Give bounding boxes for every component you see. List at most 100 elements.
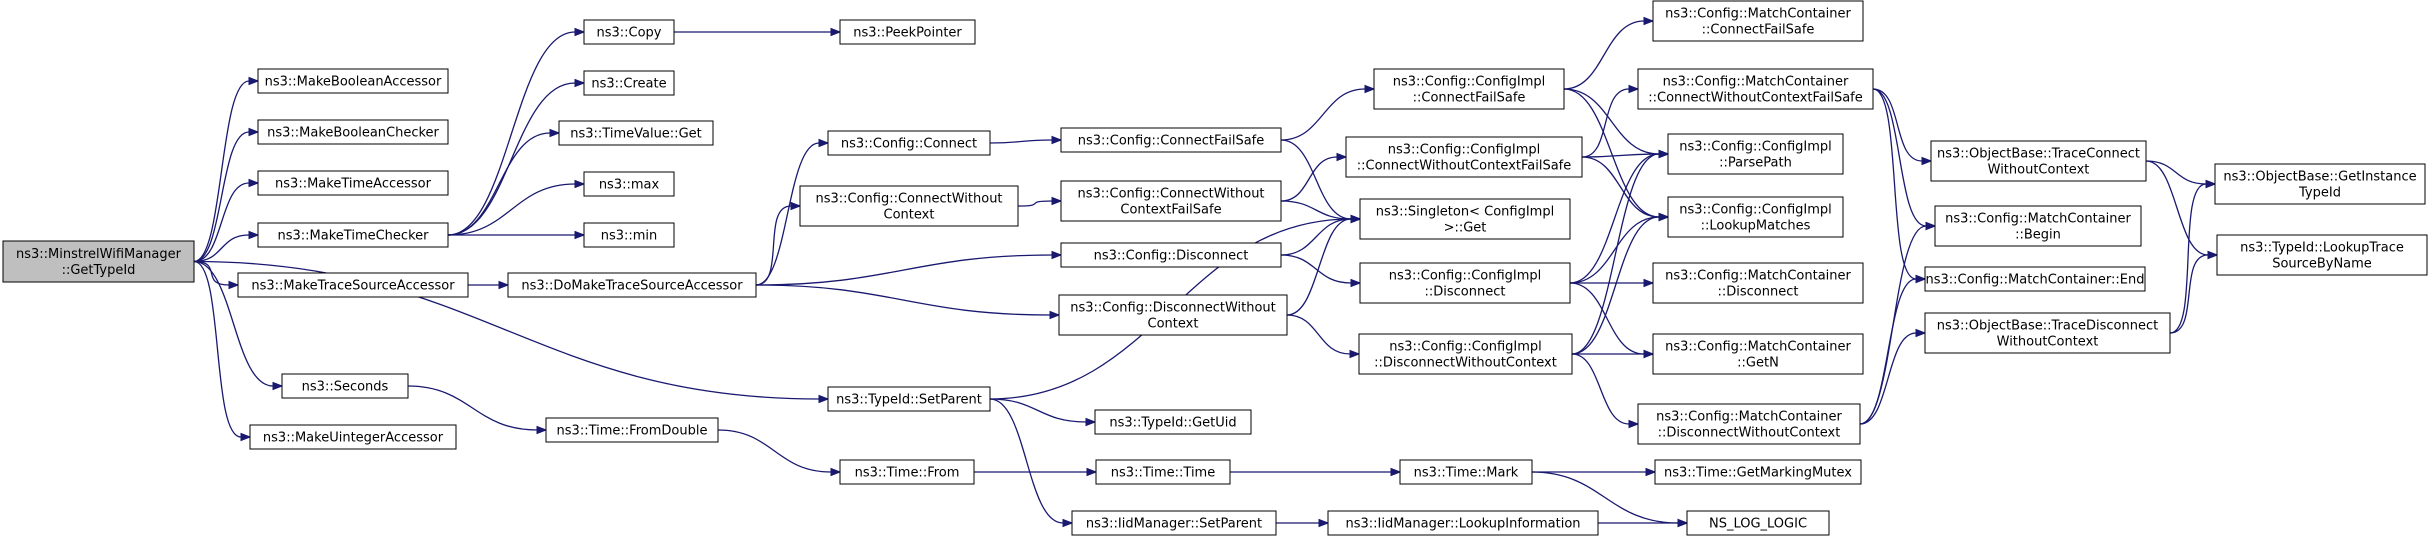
function-node[interactable]: ns3::Time::GetMarkingMutex bbox=[1654, 459, 1862, 485]
node-box bbox=[1686, 510, 1830, 536]
function-node[interactable]: ns3::TypeId::SetParent bbox=[827, 386, 991, 412]
function-node[interactable]: ns3::Config::MatchContainer::Disconnect bbox=[1652, 262, 1864, 304]
root-node[interactable]: ns3::MinstrelWifiManager::GetTypeId bbox=[2, 240, 195, 283]
function-node[interactable]: ns3::Copy bbox=[583, 19, 675, 45]
edge-line bbox=[1286, 314, 1351, 355]
node-box bbox=[545, 417, 719, 443]
node-box bbox=[2214, 163, 2426, 205]
node-label: ns3::Time::FromDouble bbox=[557, 424, 708, 439]
node-box bbox=[257, 119, 449, 145]
function-node[interactable]: ns3::Config::MatchContainer::Begin bbox=[1934, 205, 2142, 247]
edge-line bbox=[1280, 139, 1352, 220]
edge-n25-n32 bbox=[1275, 518, 1330, 528]
function-node[interactable]: ns3::MakeBooleanChecker bbox=[257, 119, 449, 145]
edge-n8-n15 bbox=[674, 27, 842, 37]
edge-n4-n11 bbox=[447, 179, 586, 236]
function-node[interactable]: ns3::Config::ConnectFailSafe bbox=[1060, 127, 1282, 153]
node-label: ns3::Copy bbox=[596, 26, 661, 41]
arrowhead bbox=[1086, 467, 1098, 477]
node-box bbox=[1652, 262, 1864, 304]
function-node[interactable]: ns3::IidManager::SetParent bbox=[1071, 510, 1277, 536]
function-node[interactable]: ns3::DoMakeTraceSourceAccessor bbox=[507, 272, 757, 298]
function-node[interactable]: ns3::TypeId::GetUid bbox=[1094, 409, 1252, 435]
arrowhead bbox=[1925, 221, 1937, 231]
function-node[interactable]: ns3::Config::DisconnectWithoutContext bbox=[1058, 294, 1288, 336]
edge-line bbox=[2145, 160, 2207, 185]
node-box bbox=[1345, 136, 1583, 178]
function-node[interactable]: ns3::Config::ConnectWithoutContextFailSa… bbox=[1060, 180, 1282, 222]
function-node[interactable]: ns3::Config::MatchContainer::DisconnectW… bbox=[1637, 403, 1861, 445]
node-box bbox=[1652, 333, 1864, 375]
edge-n0-n3 bbox=[193, 178, 260, 263]
function-node[interactable]: NS_LOG_LOGIC bbox=[1686, 510, 1830, 536]
function-node[interactable]: ns3::Config::ConfigImpl::Disconnect bbox=[1359, 262, 1571, 304]
function-node[interactable]: ns3::Singleton< ConfigImpl >::Get bbox=[1359, 198, 1571, 240]
function-node[interactable]: ns3::Config::MatchContainer::GetN bbox=[1652, 333, 1864, 375]
arrowhead bbox=[1643, 349, 1655, 359]
function-node[interactable]: ns3::Seconds bbox=[281, 373, 409, 399]
function-node[interactable]: ns3::Config::Connect bbox=[827, 130, 991, 156]
function-node[interactable]: ns3::ObjectBase::TraceConnectWithoutCont… bbox=[1930, 140, 2147, 182]
arrowhead bbox=[498, 280, 510, 290]
edge-n21-n28 bbox=[1280, 152, 1348, 202]
function-node[interactable]: ns3::Config::ConfigImpl::ParsePath bbox=[1667, 133, 1844, 175]
node-label: ns3::Config::ConfigImpl bbox=[1388, 143, 1541, 158]
edge-n26-n33 bbox=[1230, 467, 1402, 477]
function-node[interactable]: ns3::Time::Time bbox=[1095, 459, 1231, 485]
function-node[interactable]: ns3::Config::ConfigImpl::ConnectWithoutC… bbox=[1345, 136, 1583, 178]
function-node[interactable]: ns3::MakeBooleanAccessor bbox=[257, 68, 449, 94]
function-node[interactable]: ns3::PeekPointer bbox=[839, 19, 976, 45]
function-node[interactable]: ns3::Time::From bbox=[839, 459, 975, 485]
edge-n14-n19 bbox=[717, 429, 842, 477]
node-label: ns3::Config::ConfigImpl bbox=[1389, 340, 1542, 355]
node-label: ::LookupMatches bbox=[1701, 219, 1811, 234]
node-label: ns3::MakeTimeChecker bbox=[278, 229, 430, 244]
node-label: NS_LOG_LOGIC bbox=[1709, 517, 1807, 532]
function-node[interactable]: ns3::Config::ConnectWithoutContext bbox=[799, 185, 1019, 227]
node-label: ns3::Config::ConnectWithout bbox=[815, 192, 1002, 207]
edge-line bbox=[1017, 200, 1053, 207]
function-node[interactable]: ns3::ObjectBase::TraceDisconnectWithoutC… bbox=[1924, 312, 2171, 354]
edge-line bbox=[1571, 353, 1630, 425]
function-node[interactable]: ns3::MakeTimeAccessor bbox=[257, 170, 449, 196]
edge-line bbox=[717, 429, 832, 473]
node-box bbox=[827, 386, 991, 412]
function-node[interactable]: ns3::MakeTimeChecker bbox=[257, 222, 449, 248]
edge-n30-n38 bbox=[1569, 278, 1655, 288]
node-label: ns3::ObjectBase::TraceConnect bbox=[1937, 147, 2140, 162]
edge-line bbox=[1859, 332, 1917, 425]
edge-line bbox=[1280, 200, 1352, 220]
function-node[interactable]: ns3::Config::MatchContainer::End bbox=[1924, 266, 2146, 292]
node-label: ns3::Config::Disconnect bbox=[1094, 249, 1249, 264]
edge-n4-n9 bbox=[447, 78, 586, 236]
function-node[interactable]: ns3::max bbox=[583, 171, 675, 197]
function-node[interactable]: ns3::Config::ConfigImpl::DisconnectWitho… bbox=[1358, 333, 1573, 375]
arrowhead bbox=[574, 179, 586, 189]
node-box bbox=[257, 222, 449, 248]
function-node[interactable]: ns3::Time::FromDouble bbox=[545, 417, 719, 443]
arrowhead bbox=[1645, 467, 1657, 477]
function-node[interactable]: ns3::Config::Disconnect bbox=[1060, 242, 1282, 268]
node-label: ns3::Config::DisconnectWithout bbox=[1070, 301, 1276, 316]
arrowhead bbox=[248, 178, 260, 188]
arrowhead bbox=[1677, 518, 1689, 528]
function-node[interactable]: ns3::Create bbox=[583, 70, 675, 96]
function-node[interactable]: ns3::Config::ConfigImpl::LookupMatches bbox=[1667, 196, 1844, 238]
node-label: ::Begin bbox=[2015, 228, 2061, 243]
edge-line bbox=[989, 139, 1053, 144]
function-node[interactable]: ns3::TimeValue::Get bbox=[558, 120, 714, 146]
node-box bbox=[1934, 205, 2142, 247]
function-node[interactable]: ns3::IidManager::LookupInformation bbox=[1327, 510, 1599, 536]
function-node[interactable]: ns3::Config::MatchContainer::ConnectFail… bbox=[1652, 0, 1864, 42]
function-node[interactable]: ns3::MakeUintegerAccessor bbox=[249, 424, 457, 450]
function-node[interactable]: ns3::Config::ConfigImpl::ConnectFailSafe bbox=[1373, 68, 1565, 110]
node-label: ns3::Time::Mark bbox=[1414, 466, 1519, 481]
function-node[interactable]: ns3::Time::Mark bbox=[1399, 459, 1533, 485]
node-label: ::ParsePath bbox=[1719, 156, 1792, 171]
function-node[interactable]: ns3::MakeTraceSourceAccessor bbox=[237, 272, 469, 298]
function-node[interactable]: ns3::Config::MatchContainer::ConnectWith… bbox=[1637, 68, 1874, 110]
function-node[interactable]: ns3::min bbox=[583, 222, 675, 248]
